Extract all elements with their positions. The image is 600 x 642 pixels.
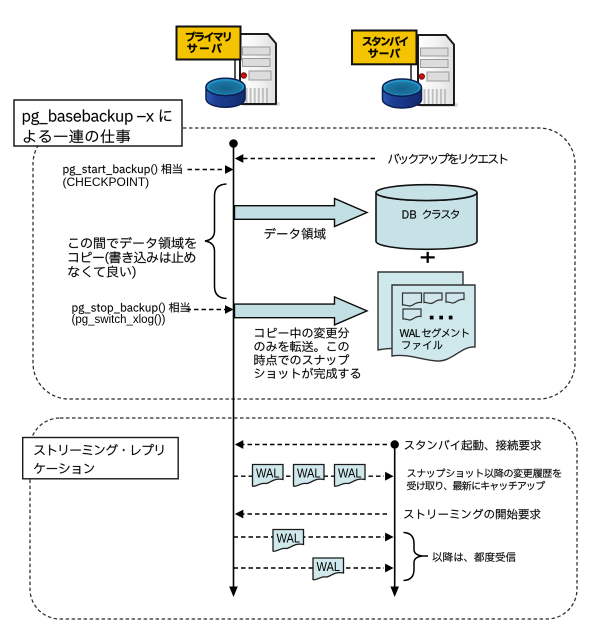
svg-text:(pg_switch_xlog()): (pg_switch_xlog()) bbox=[72, 314, 166, 326]
svg-text:WAL: WAL bbox=[277, 532, 301, 546]
svg-text:(CHECKPOINT): (CHECKPOINT) bbox=[63, 175, 150, 189]
svg-text:WAL: WAL bbox=[338, 467, 362, 481]
svg-text:WAL: WAL bbox=[297, 467, 321, 481]
svg-text:WAL: WAL bbox=[256, 467, 280, 481]
svg-text:WAL: WAL bbox=[317, 560, 341, 574]
